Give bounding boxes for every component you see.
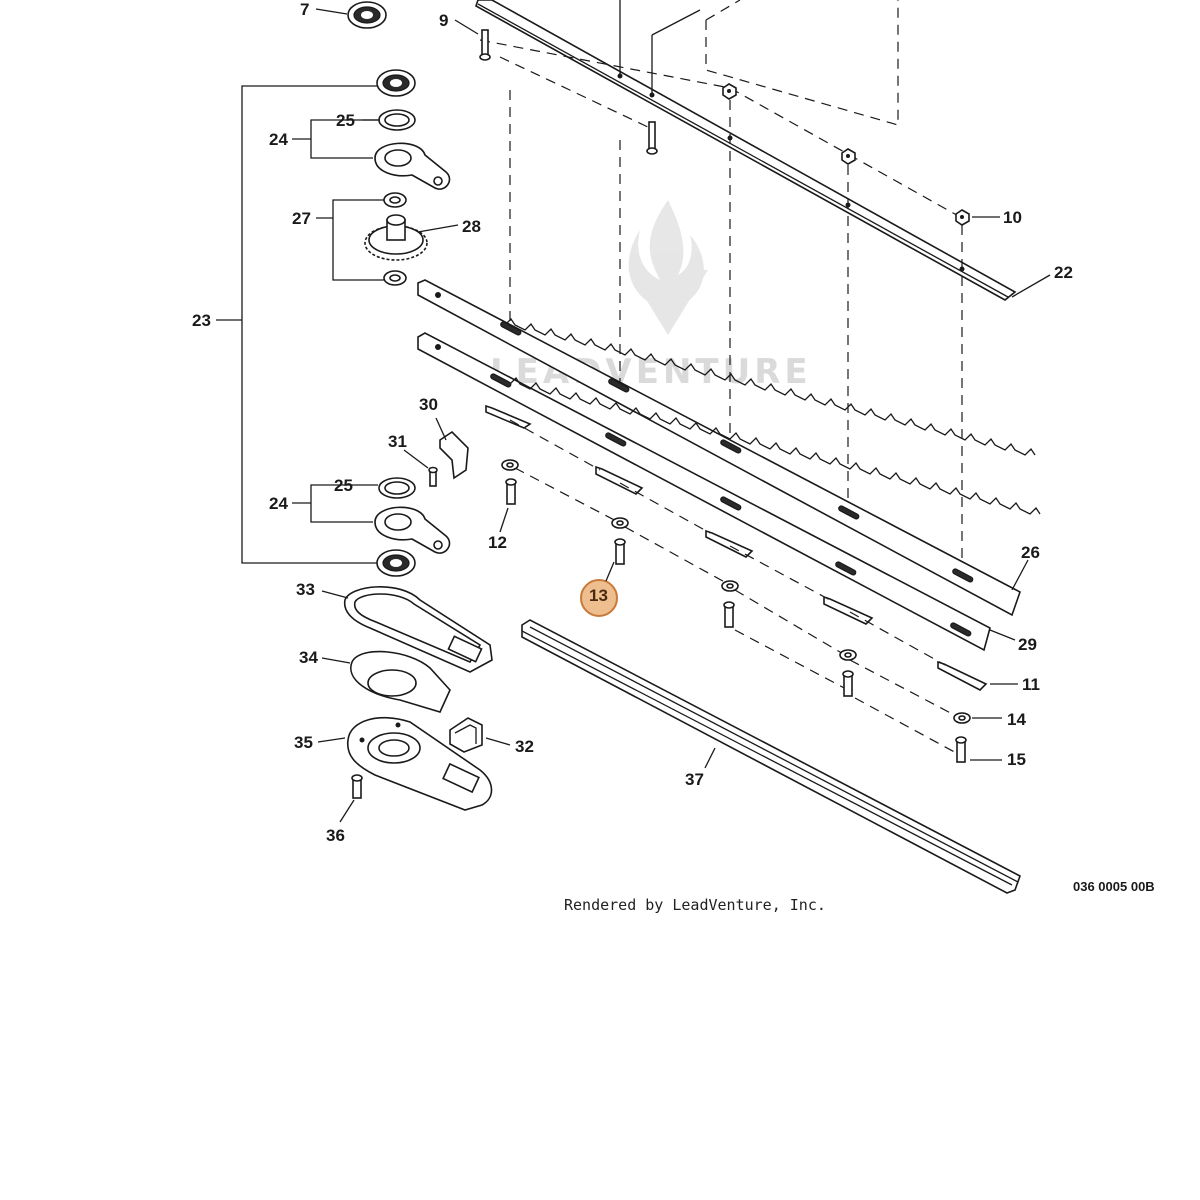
- washer-icon: [839, 649, 857, 661]
- slider-32: [449, 717, 483, 753]
- connecting-rod-lower: [374, 506, 451, 554]
- bearing-icon: [376, 549, 416, 577]
- callout-33[interactable]: 33: [296, 580, 315, 599]
- callout-30[interactable]: 30: [419, 395, 438, 414]
- bolt-icon: [505, 478, 517, 505]
- callout-35[interactable]: 35: [294, 733, 313, 752]
- washer-icon: [383, 270, 407, 286]
- callout-28[interactable]: 28: [462, 217, 481, 236]
- watermark: LEADVENTURE: [490, 200, 808, 392]
- bolt-icon: [351, 774, 363, 799]
- highlight-marker[interactable]: [580, 579, 618, 617]
- callout-7[interactable]: 7: [300, 0, 309, 19]
- bar-22: [475, 0, 1017, 301]
- bolt-icon: [614, 538, 626, 565]
- bearing-icon: [376, 69, 416, 97]
- connecting-rod-upper: [374, 142, 451, 190]
- spacer-plates: [485, 404, 988, 691]
- nut-icon: [841, 148, 856, 165]
- blade-29: [417, 332, 1041, 652]
- guide-lines: [479, 0, 963, 580]
- callout-10[interactable]: 10: [1003, 208, 1022, 227]
- callout-11[interactable]: 11: [1022, 675, 1040, 694]
- callout-24a[interactable]: 24: [269, 130, 288, 149]
- callout-29[interactable]: 29: [1018, 635, 1037, 654]
- callout-26[interactable]: 26: [1021, 543, 1040, 562]
- bolt-icon: [479, 29, 491, 61]
- gasket-33: [343, 586, 493, 673]
- clip-30: [439, 430, 469, 480]
- gear-housing-35: [346, 716, 493, 811]
- callout-15[interactable]: 15: [1007, 750, 1026, 769]
- bolt-icon: [428, 466, 438, 487]
- leader-lines: [315, 8, 1051, 823]
- nut-icon: [722, 83, 737, 100]
- gear-icon: [364, 214, 428, 261]
- group-bracket-23: [216, 85, 378, 564]
- callout-31[interactable]: 31: [388, 432, 407, 451]
- washer-icon: [501, 459, 519, 471]
- washer-icon: [611, 517, 629, 529]
- callout-9[interactable]: 9: [439, 11, 448, 30]
- nut-icon: [955, 209, 970, 226]
- bolt-icon: [646, 121, 658, 155]
- callout-32[interactable]: 32: [515, 737, 534, 756]
- bolt-icon: [955, 736, 967, 763]
- footer-credit: Rendered by LeadVenture, Inc.: [564, 896, 826, 914]
- bracket-lines-upper: [292, 119, 384, 281]
- washer-icon: [378, 477, 416, 499]
- callout-22[interactable]: 22: [1054, 263, 1073, 282]
- dashed-outline: [705, 0, 899, 126]
- bolt-icon: [842, 670, 854, 697]
- guard-bar-37: [521, 619, 1021, 894]
- callout-25a[interactable]: 25: [336, 111, 355, 130]
- washer-icon: [383, 192, 407, 208]
- bearing-icon: [347, 1, 387, 29]
- gasket-34: [350, 650, 451, 713]
- blade-26: [417, 279, 1036, 617]
- washer-icon: [721, 580, 739, 592]
- washer-screw-set: [501, 459, 971, 763]
- callout-27[interactable]: 27: [292, 209, 311, 228]
- bolt-icon: [723, 601, 735, 628]
- callout-12[interactable]: 12: [488, 533, 507, 552]
- callout-14[interactable]: 14: [1007, 710, 1026, 729]
- callout-37[interactable]: 37: [685, 770, 704, 789]
- bracket-lines-lower: [292, 484, 378, 523]
- washer-icon: [378, 109, 416, 131]
- callout-34[interactable]: 34: [299, 648, 318, 667]
- callout-13[interactable]: 13: [589, 586, 608, 605]
- drawing-code: 036 0005 00B: [1073, 879, 1155, 894]
- callout-23[interactable]: 23: [192, 311, 211, 330]
- callout-25b[interactable]: 25: [334, 476, 353, 495]
- flame-logo-icon: [628, 200, 708, 335]
- washer-icon: [953, 712, 971, 724]
- callout-24b[interactable]: 24: [269, 494, 288, 513]
- callouts: 7 9 10 22 23 25 24 27 28 30 31 25 24 12 …: [192, 0, 1073, 845]
- callout-36[interactable]: 36: [326, 826, 345, 845]
